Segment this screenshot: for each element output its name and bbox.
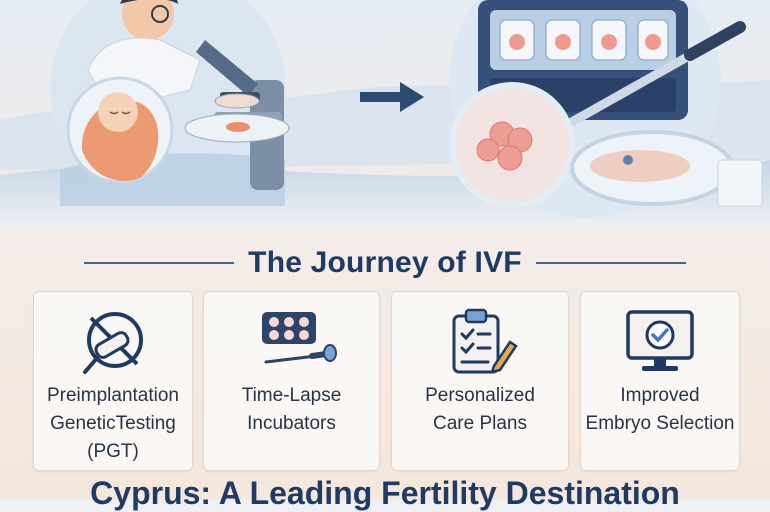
card-label: Time-Lapse Incubators [204, 382, 379, 438]
section-title-row: The Journey of IVF [0, 236, 770, 290]
card-line: (PGT) [87, 441, 139, 462]
card-incubators: Time-Lapse Incubators [203, 291, 380, 471]
title-divider-right [535, 262, 686, 264]
lab-scene-icon [50, 0, 290, 206]
card-line: Embryo Selection [585, 413, 735, 434]
card-care-plans: Personalized Care Plans [391, 291, 569, 471]
card-label: Improved Embryo Selection [581, 382, 739, 438]
card-line: Time-Lapse [241, 385, 342, 406]
arrow-right-icon [360, 82, 424, 112]
card-embryo-selection: Improved Embryo Selection [580, 291, 740, 471]
clipboard-icon [440, 306, 520, 385]
page-title: The Journey of IVF [248, 246, 522, 279]
card-line: Preimplantation [46, 385, 180, 406]
card-label: Preimplantation GeneticTesting (PGT) [34, 382, 192, 466]
card-label: Personalized Care Plans [392, 382, 568, 438]
bottom-title: Cyprus: A Leading Fertility Destination [90, 475, 680, 511]
card-line: GeneticTesting [50, 413, 176, 434]
hero-illustration [0, 0, 770, 228]
title-divider-left [84, 262, 235, 264]
incubator-scene-icon [449, 0, 763, 218]
monitor-check-icon [620, 306, 700, 385]
card-line: Personalized [425, 385, 535, 406]
pgt-icon [73, 306, 153, 385]
card-line: Improved [620, 385, 700, 406]
incubator-icon [246, 306, 338, 377]
card-pgt: Preimplantation GeneticTesting (PGT) [33, 291, 193, 471]
card-line: Incubators [247, 413, 336, 434]
card-line: Care Plans [433, 413, 527, 434]
